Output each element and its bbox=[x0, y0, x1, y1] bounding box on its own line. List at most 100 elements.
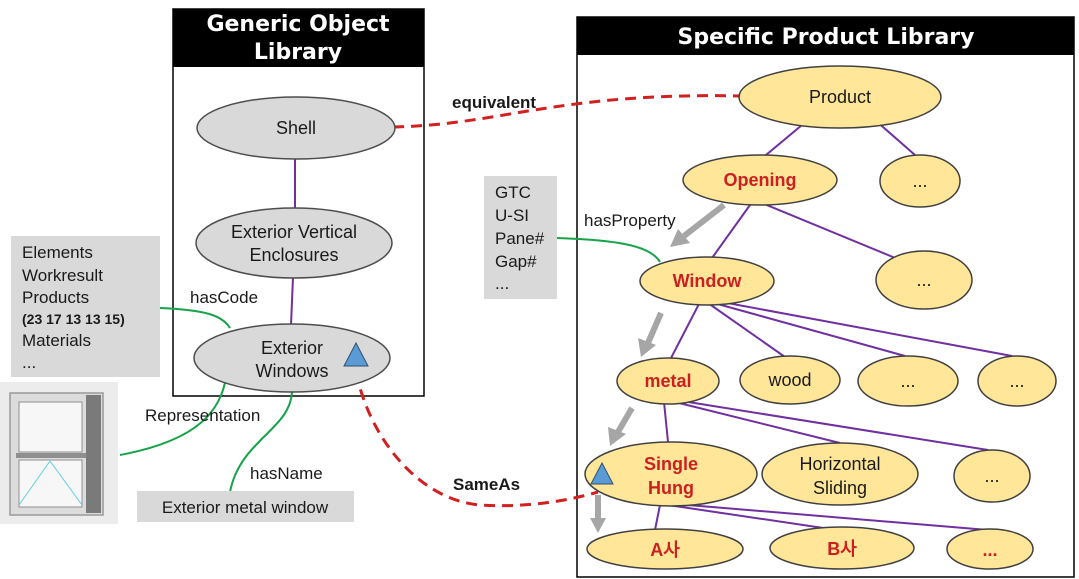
node-company-b-label: B사 bbox=[827, 539, 857, 559]
arrow-opening-window-head bbox=[670, 229, 690, 247]
arrow-metal-singlehung bbox=[615, 406, 635, 434]
hierarchy-edges bbox=[290, 119, 1013, 531]
node-wood: wood bbox=[739, 355, 841, 405]
node-evenclosures-label-line2: Enclosures bbox=[249, 245, 338, 265]
node-horizontal-label-line1: Horizontal bbox=[799, 454, 880, 474]
triangle-marker-icon bbox=[590, 461, 614, 485]
arrow-window-metal-head bbox=[638, 338, 656, 357]
edge-singlehung-a bbox=[654, 504, 661, 531]
label-sameas: SameAs bbox=[453, 475, 520, 494]
arrow-metal-singlehung-head bbox=[608, 427, 626, 446]
link-hasname bbox=[229, 391, 293, 493]
node-company-more-label: ... bbox=[982, 540, 997, 560]
relation-links bbox=[119, 237, 661, 493]
property-line: GTC bbox=[495, 183, 531, 202]
node-company-a: A사 bbox=[586, 528, 744, 570]
node-type-more: ... bbox=[953, 449, 1031, 503]
node-metal-shape bbox=[616, 357, 720, 405]
edge-window-more2 bbox=[721, 301, 1013, 357]
generic-panel-title-line2: Library bbox=[254, 40, 342, 65]
inference-arrows bbox=[590, 202, 726, 533]
window-meeting-rail bbox=[16, 453, 86, 458]
node-singlehung-shape bbox=[584, 441, 758, 507]
name-box: Exterior metal window bbox=[137, 491, 354, 522]
window-frame-side bbox=[86, 395, 101, 513]
code-line: Workresult bbox=[22, 266, 103, 285]
node-singlehung-label-line1: Single bbox=[644, 454, 698, 474]
node-product-label: Product bbox=[809, 87, 871, 107]
node-metal: metal bbox=[616, 357, 720, 405]
label-hascode: hasCode bbox=[190, 288, 258, 307]
node-opening: Opening bbox=[682, 154, 838, 206]
arrow-singlehung-company-head bbox=[590, 518, 606, 533]
specific-panel-title: Specific Product Library bbox=[677, 25, 974, 50]
arrow-opening-window bbox=[682, 202, 726, 239]
node-material-more-2-shape bbox=[977, 355, 1057, 407]
code-box-bg bbox=[11, 236, 160, 377]
node-shell-shape bbox=[196, 96, 396, 160]
node-horizontal-shape bbox=[761, 442, 919, 506]
edge-metal-singlehung bbox=[663, 401, 669, 443]
node-product: Product bbox=[738, 65, 942, 129]
node-window-sibling: ... bbox=[875, 250, 973, 310]
node-material-more-1-label: ... bbox=[900, 371, 915, 391]
node-material-more-2-label: ... bbox=[1009, 371, 1024, 391]
node-extwindows-label-line2: Windows bbox=[255, 361, 328, 381]
node-window: Window bbox=[639, 256, 775, 306]
generic-panel-title-line1: Generic Object bbox=[206, 12, 390, 37]
node-extwindows-label-line1: Exterior bbox=[261, 338, 323, 358]
code-line: (23 17 13 13 15) bbox=[22, 311, 125, 327]
node-company-more-shape bbox=[946, 528, 1034, 570]
property-line: ... bbox=[495, 274, 509, 293]
property-box: GTC U-SI Pane# Gap# ... bbox=[484, 176, 557, 299]
node-exterior-windows: Exterior Windows bbox=[193, 323, 391, 393]
node-window-label: Window bbox=[673, 271, 743, 291]
node-opening-label: Opening bbox=[724, 170, 797, 190]
code-line: Elements bbox=[22, 243, 93, 262]
node-single-hung: Single Hung bbox=[584, 441, 758, 507]
edge-evenclosures-extwindows bbox=[290, 276, 294, 326]
node-company-a-label: A사 bbox=[650, 540, 680, 560]
code-line: ... bbox=[22, 353, 36, 372]
window-lower-pane bbox=[18, 459, 83, 508]
node-wood-shape bbox=[739, 355, 841, 405]
node-opening-sibling-shape bbox=[879, 154, 961, 208]
property-box-bg bbox=[484, 176, 557, 299]
edge-product-opening bbox=[759, 119, 809, 161]
property-line: Gap# bbox=[495, 252, 537, 271]
link-representation bbox=[119, 377, 227, 456]
node-material-more-1-shape bbox=[857, 355, 959, 407]
arrow-window-metal bbox=[645, 311, 664, 345]
link-hasproperty bbox=[556, 237, 661, 263]
link-hascode bbox=[159, 307, 231, 329]
node-extwindows-shape bbox=[193, 323, 391, 393]
node-exterior-vertical-enclosures: Exterior Vertical Enclosures bbox=[195, 207, 393, 279]
name-box-label: Exterior metal window bbox=[162, 498, 329, 517]
node-opening-shape bbox=[682, 154, 838, 206]
triangle-marker-icon bbox=[343, 341, 369, 367]
node-type-more-label: ... bbox=[984, 466, 999, 486]
node-evenclosures-label-line1: Exterior Vertical bbox=[231, 222, 357, 242]
window-image bbox=[0, 382, 118, 524]
node-singlehung-label-line2: Hung bbox=[648, 478, 694, 498]
node-opening-sibling: ... bbox=[879, 154, 961, 208]
equivalence-links bbox=[354, 94, 741, 508]
window-opening-line bbox=[49, 460, 83, 506]
edge-metal-horizontal bbox=[674, 401, 841, 444]
node-horizontal-sliding: Horizontal Sliding bbox=[761, 442, 919, 506]
edge-window-more1 bbox=[713, 302, 906, 357]
node-type-more-shape bbox=[953, 449, 1031, 503]
name-box-bg bbox=[137, 491, 354, 522]
code-line: Products bbox=[22, 288, 89, 307]
label-equivalent: equivalent bbox=[452, 93, 536, 112]
edge-window-metal bbox=[669, 301, 701, 361]
node-company-more: ... bbox=[946, 528, 1034, 570]
node-metal-label: metal bbox=[644, 371, 691, 391]
code-line: Materials bbox=[22, 331, 91, 350]
edge-singlehung-b bbox=[667, 504, 831, 530]
label-representation: Representation bbox=[145, 406, 260, 425]
window-upper-pane bbox=[18, 401, 83, 453]
node-company-b-shape bbox=[769, 526, 915, 570]
node-opening-sibling-label: ... bbox=[912, 171, 927, 191]
node-evenclosures-shape bbox=[195, 207, 393, 279]
